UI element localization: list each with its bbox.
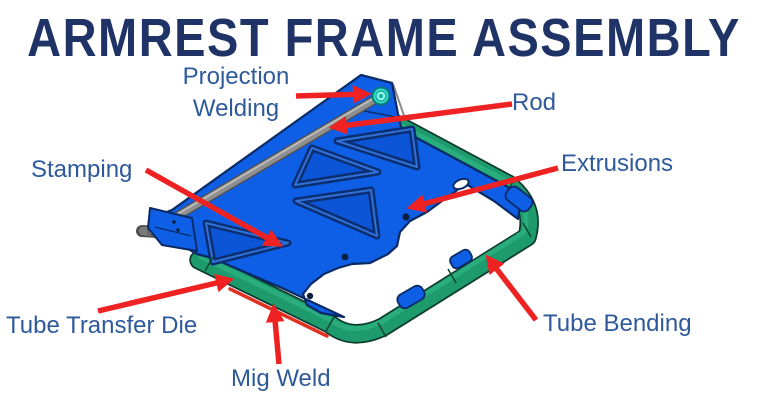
left-bracket	[147, 207, 198, 252]
arrow-tube-bending	[485, 254, 539, 322]
arrow-tube-transfer-die	[97, 273, 235, 314]
label-projection-welding: Projection Welding	[182, 63, 290, 123]
label-tube-transfer-die: Tube Transfer Die	[6, 312, 198, 339]
label-mig-weld: Mig Weld	[231, 365, 331, 392]
extrusion-holes	[306, 213, 410, 300]
arrow-extrusions	[406, 165, 559, 213]
label-stamping: Stamping	[31, 156, 133, 183]
arrow-projection-welding	[295, 85, 372, 104]
arrow-rod	[328, 101, 513, 135]
tube-joint-lines	[204, 179, 532, 338]
page-title: ARMREST FRAME ASSEMBLY	[27, 7, 741, 68]
projection-weld-nut	[371, 86, 391, 106]
annotation-arrows	[97, 85, 559, 365]
arrow-mig-weld	[265, 303, 285, 365]
label-rod: Rod	[512, 89, 557, 116]
plate-oval-hole	[452, 177, 470, 191]
arrow-stamping	[144, 167, 283, 247]
label-extrusions: Extrusions	[561, 150, 674, 177]
label-tube-bending: Tube Bending	[543, 310, 692, 337]
plate-wrap-tabs	[396, 185, 534, 310]
stamped-plate	[157, 73, 523, 319]
